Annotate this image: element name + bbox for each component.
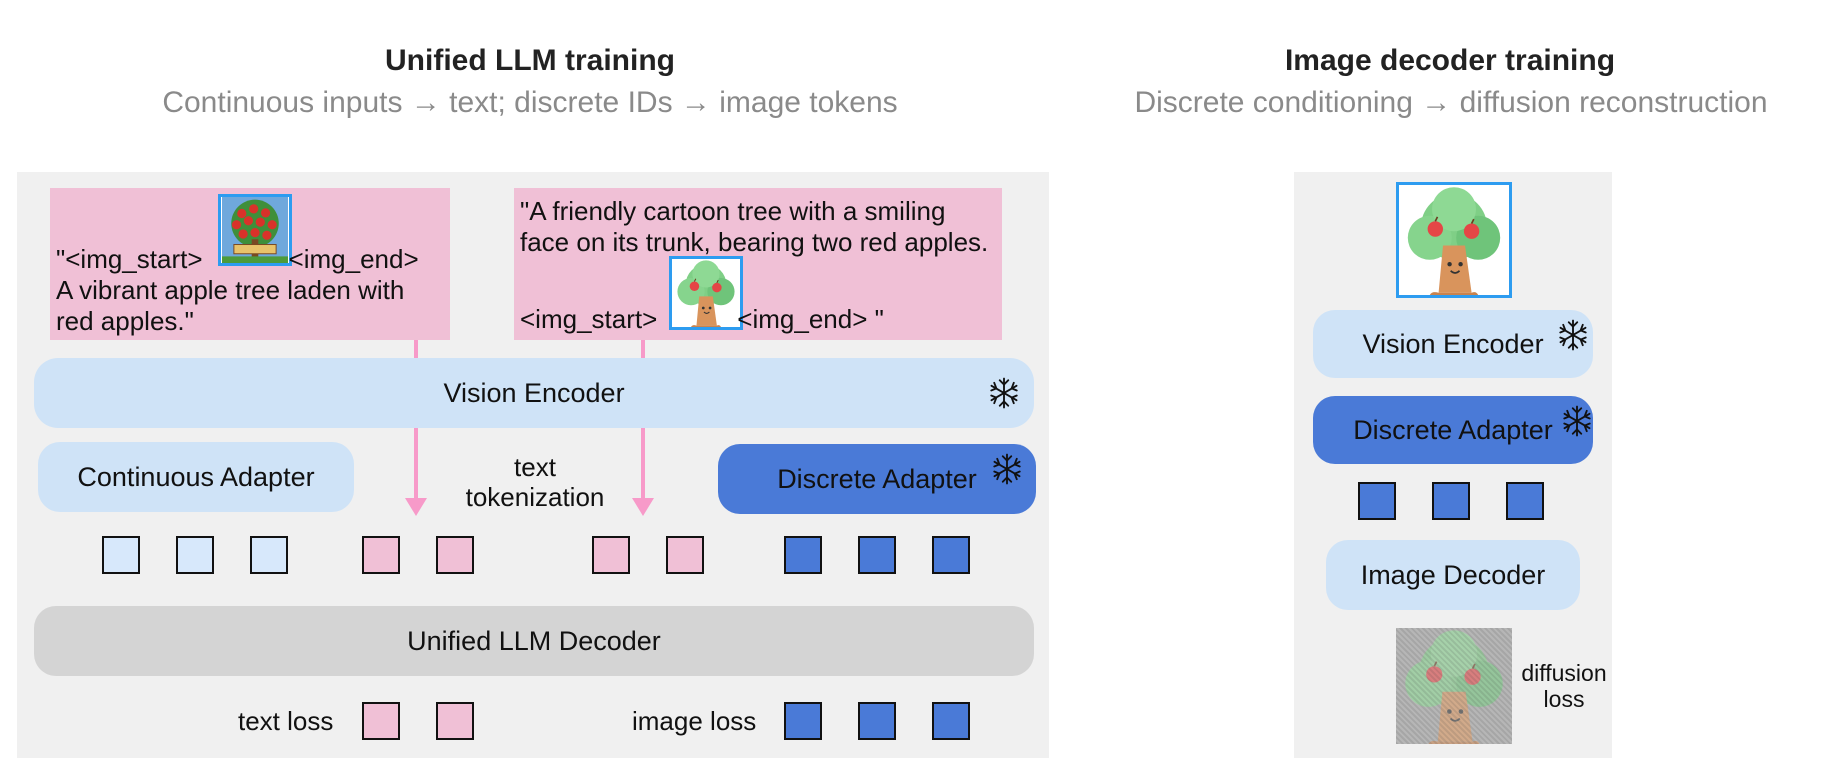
cartoon-tree-image: [669, 256, 743, 330]
discrete-adapter-left: Discrete Adapter: [718, 444, 1036, 514]
text-loss-label: text loss: [238, 706, 334, 736]
vision-encoder-left: Vision Encoder: [34, 358, 1034, 428]
caption-box-1: "<img_start> <img_end> A vibrant apple tr…: [50, 188, 450, 340]
discrete-adapter-right-label: Discrete Adapter: [1353, 414, 1553, 445]
token-text: [592, 536, 630, 574]
arrow-1-head: [405, 498, 427, 516]
arrow-2-head: [632, 498, 654, 516]
apple-tree-photo: [218, 194, 292, 266]
cartoon-tree-image: [1396, 182, 1512, 298]
continuous-adapter-label: Continuous Adapter: [77, 461, 315, 492]
discrete-adapter-right: Discrete Adapter: [1313, 396, 1593, 464]
token-image-loss: [932, 702, 970, 740]
arrow-2-shaft: [641, 428, 645, 500]
caption1-line2: A vibrant apple tree laden with: [56, 275, 405, 305]
image-decoder-label: Image Decoder: [1360, 559, 1546, 590]
right-title: Image decoder training: [1284, 44, 1616, 77]
token-text: [666, 536, 704, 574]
token-text-loss: [362, 702, 400, 740]
continuous-adapter: Continuous Adapter: [38, 442, 354, 512]
vision-encoder-left-label: Vision Encoder: [443, 377, 625, 408]
snowflake-icon: [1556, 318, 1590, 352]
token-image: [1358, 482, 1396, 520]
connector-2: [641, 340, 645, 358]
token-text-loss: [436, 702, 474, 740]
token-image: [932, 536, 970, 574]
noisy-tree-image: [1396, 628, 1512, 744]
snowflake-icon: [987, 376, 1021, 410]
image-loss-label: image loss: [632, 706, 757, 736]
token-continuous: [102, 536, 140, 574]
caption2-line3-prefix: <img_start>: [520, 304, 658, 334]
vision-encoder-right-label: Vision Encoder: [1362, 328, 1544, 359]
left-subtitle: Continuous inputs → text; discrete IDs →…: [162, 86, 898, 119]
left-title: Unified LLM training: [385, 44, 675, 77]
caption1-line3: red apples.": [56, 306, 194, 336]
text-tokenization-label: text tokenization: [465, 452, 605, 512]
image-decoder: Image Decoder: [1326, 540, 1580, 610]
discrete-adapter-left-label: Discrete Adapter: [777, 463, 977, 494]
arrow-1-shaft: [414, 428, 418, 500]
token-text: [362, 536, 400, 574]
token-image: [784, 536, 822, 574]
token-image: [1432, 482, 1470, 520]
right-subtitle: Discrete conditioning → diffusion recons…: [1134, 86, 1768, 119]
vision-encoder-right: Vision Encoder: [1313, 310, 1593, 378]
caption2-line3-suffix: <img_end> ": [737, 304, 884, 334]
token-continuous: [176, 536, 214, 574]
caption2-line1: "A friendly cartoon tree with a smiling: [520, 196, 946, 226]
snowflake-icon: [990, 452, 1024, 486]
caption1-line1-suffix: <img_end>: [288, 244, 419, 274]
token-continuous: [250, 536, 288, 574]
caption2-line2: face on its trunk, bearing two red apple…: [520, 227, 989, 257]
token-image-loss: [784, 702, 822, 740]
caption-box-2: "A friendly cartoon tree with a smiling …: [514, 188, 1002, 340]
caption1-line1-prefix: "<img_start>: [56, 244, 203, 274]
token-image: [858, 536, 896, 574]
unified-llm-decoder: Unified LLM Decoder: [34, 606, 1034, 676]
connector-1: [414, 340, 418, 358]
token-image: [1506, 482, 1544, 520]
token-text: [436, 536, 474, 574]
token-image-loss: [858, 702, 896, 740]
unified-llm-decoder-label: Unified LLM Decoder: [407, 625, 661, 656]
diffusion-loss-label: diffusion loss: [1521, 660, 1607, 712]
snowflake-icon: [1560, 404, 1594, 438]
